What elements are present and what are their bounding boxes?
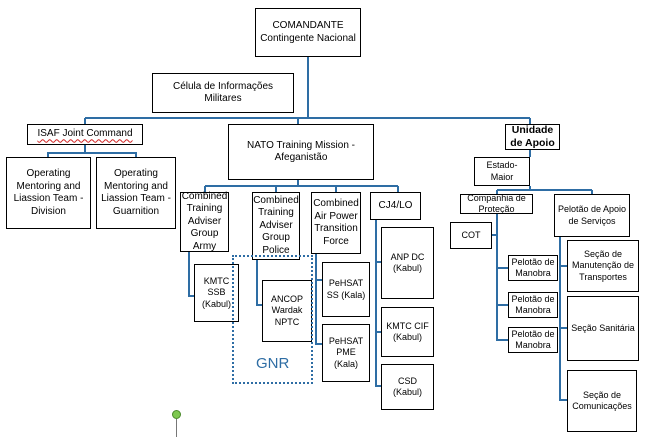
cot-box: COT [450,222,492,249]
pelotao-manobra-3-label: Pelotão de Manobra [511,328,555,350]
support-unit-label: Unidade de Apoio [510,123,555,149]
connector [559,266,567,329]
commander-label: COMANDANTE Contingente Nacional [260,20,356,44]
pehsat-pme-box: PeHSAT PME (Kala) [322,324,370,382]
pelotao-manobra-1-label: Pelotão de Manobra [511,256,555,278]
pelotao-manobra-2-label: Pelotão de Manobra [511,293,555,315]
rotation-handle-stem [176,419,177,437]
estado-maior-label: Estado-Maior [486,160,518,182]
pelotao-manobra-1-box: Pelotão de Manobra [508,255,558,281]
connector [496,268,508,306]
connector [375,332,381,387]
pelotao-apoio-box: Pelotão de Apoio de Serviços [554,194,630,237]
cta-army-label: Combined Training Adviser Group Army [181,190,228,252]
isaf-box: ISAF Joint Command [27,124,143,145]
csd-box: CSD (Kabul) [381,364,434,410]
connector [492,214,498,236]
connector [315,280,322,345]
estado-maior-box: Estado-Maior [474,157,530,186]
ancop-label: ANCOP Wardak NPTC [270,294,303,327]
cj4-box: CJ4/LO [370,192,421,220]
kmtc-ssb-label: KMTC SSB (Kabul) [201,276,231,309]
pelotao-manobra-2-box: Pelotão de Manobra [508,292,558,318]
connector [85,152,137,157]
intel-cell-label: Célula de Informações Militares [172,80,274,105]
ntm-label: NATO Training Mission - Afeganistão [247,139,355,164]
secao-manutencao-label: Seção de Manutenção de Transportes [571,249,635,282]
csd-label: CSD (Kabul) [392,375,422,397]
pehsat-ss-label: PeHSAT SS (Kala) [326,278,366,300]
cap-force-box: Combined Air Power Transition Force [311,192,361,254]
connector [47,145,86,157]
connector [496,235,508,269]
ntm-box: NATO Training Mission - Afeganistão [228,124,374,180]
pelotao-manobra-3-box: Pelotão de Manobra [508,327,558,353]
pehsat-pme-label: PeHSAT PME (Kala) [328,336,364,369]
omlt-garrison-label: Operating Mentoring and Liassion Team - … [101,168,171,217]
companhia-box: Companhia de Proteção [460,192,533,214]
connector [188,252,194,297]
connector [256,260,262,306]
anp-dc-label: ANP DC (Kabul) [390,251,425,273]
anp-dc-box: ANP DC (Kabul) [381,227,434,299]
pelotao-apoio-label: Pelotão de Apoio de Serviços [557,204,627,226]
omlt-division-box: Operating Mentoring and Liassion Team - … [6,157,91,229]
isaf-label: ISAF Joint Command [37,128,133,140]
secao-sanitaria-box: Seção Sanitária [567,296,639,361]
kmtc-cif-label: KMTC CIF (Kabul) [386,320,429,342]
cap-force-label: Combined Air Power Transition Force [313,198,359,247]
companhia-label: Companhia de Proteção [467,192,526,214]
omlt-division-label: Operating Mentoring and Liassion Team - … [13,168,84,217]
cj4-label: CJ4/LO [378,199,413,211]
rotation-handle-icon[interactable] [172,410,181,419]
secao-comunicacoes-box: Seção de Comunicações [567,370,637,432]
secao-sanitaria-label: Seção Sanitária [571,322,635,333]
gnr-label: GNR [256,355,290,372]
cot-label: COT [461,229,481,240]
gnr-outline [232,255,313,384]
cta-police-label: Combined Training Adviser Group Police [253,194,299,256]
secao-comunicacoes-label: Seção de Comunicações [572,389,632,411]
kmtc-cif-box: KMTC CIF (Kabul) [381,307,434,357]
support-unit-box: Unidade de Apoio [505,124,560,150]
connector [559,237,567,267]
kmtc-ssb-box: KMTC SSB (Kabul) [194,264,239,322]
connector [559,328,567,401]
cta-police-box: Combined Training Adviser Group Police [252,192,300,260]
secao-manutencao-box: Seção de Manutenção de Transportes [567,240,639,292]
connector [496,305,508,341]
pehsat-ss-box: PeHSAT SS (Kala) [322,262,370,317]
omlt-garrison-box: Operating Mentoring and Liassion Team - … [96,157,176,229]
intel-cell-box: Célula de Informações Militares [152,73,294,113]
cta-army-box: Combined Training Adviser Group Army [180,190,229,252]
commander-box: COMANDANTE Contingente Nacional [255,8,361,57]
